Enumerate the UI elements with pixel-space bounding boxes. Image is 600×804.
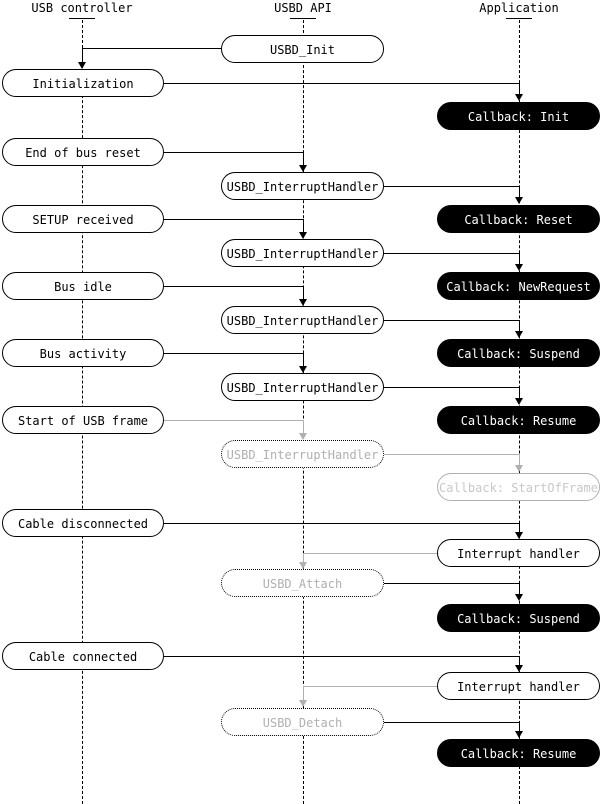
arrow-to-cb-suspend2: [515, 594, 523, 601]
arrow-to-cb-init: [515, 94, 523, 101]
column-header-usb-controller: USB controller: [31, 1, 133, 15]
node-callback-reset[interactable]: Callback: Reset: [437, 205, 600, 233]
connector-cb-resume1-drop: [519, 387, 520, 402]
column-rule-usbd-api: [290, 18, 316, 19]
arrow-to-irqapp2: [515, 665, 523, 672]
connector-irqapp2-to-usbd-detach: [303, 686, 438, 687]
column-header-usbd-api: USBD API: [274, 1, 332, 15]
arrow-to-cb-resume1: [515, 398, 523, 405]
connector-usbd-init-to-initialization: [82, 48, 222, 49]
node-interrupt-handler-3[interactable]: USBD_InterruptHandler: [221, 306, 384, 334]
arrow-to-irq3: [299, 299, 307, 306]
node-callback-suspend-2[interactable]: Callback: Suspend: [437, 604, 600, 632]
node-callback-resume-2[interactable]: Callback: Resume: [437, 739, 600, 767]
node-usbd-init[interactable]: USBD_Init: [221, 35, 384, 63]
connector-cabledisconnected-to-irqapp1: [164, 523, 520, 524]
arrow-to-irq4: [299, 366, 307, 373]
arrow-to-cb-suspend1: [515, 331, 523, 338]
connector-cb-newrequest-drop: [519, 253, 520, 268]
connector-irq5-drop: [303, 420, 304, 436]
node-callback-suspend-1[interactable]: Callback: Suspend: [437, 339, 600, 367]
node-interrupt-handler-4[interactable]: USBD_InterruptHandler: [221, 373, 384, 401]
connector-busactivity-to-irq4: [164, 353, 304, 354]
arrow-to-cb-startofframe: [515, 465, 523, 472]
node-bus-activity[interactable]: Bus activity: [2, 339, 164, 367]
node-callback-startofframe[interactable]: Callback: StartOfFrame: [437, 473, 600, 501]
node-interrupt-handler-2[interactable]: USBD_InterruptHandler: [221, 239, 384, 267]
arrow-to-irq2: [299, 232, 307, 239]
connector-cb-init-drop: [519, 83, 520, 98]
lifeline-usbd-api: [303, 20, 304, 804]
connector-startofframe-to-irq5: [164, 420, 304, 421]
connector-irq1-to-cb-reset: [384, 186, 520, 187]
node-callback-newrequest[interactable]: Callback: NewRequest: [437, 272, 600, 300]
connector-irq4-drop: [303, 353, 304, 369]
connector-irq5-to-cb-startofframe: [384, 454, 520, 455]
arrow-to-cb-reset: [515, 197, 523, 204]
connector-cb-resume2-drop: [519, 722, 520, 734]
node-usbd-attach[interactable]: USBD_Attach: [221, 569, 384, 597]
arrow-to-irq5: [299, 433, 307, 440]
node-end-of-bus-reset[interactable]: End of bus reset: [2, 138, 164, 166]
node-bus-idle[interactable]: Bus idle: [2, 272, 164, 300]
node-cable-connected[interactable]: Cable connected: [2, 642, 164, 670]
node-callback-init[interactable]: Callback: Init: [437, 102, 600, 130]
column-header-application: Application: [479, 1, 559, 15]
node-callback-resume-1[interactable]: Callback: Resume: [437, 406, 600, 434]
connector-irqapp2-drop: [519, 656, 520, 669]
connector-irq3-to-cb-suspend1: [384, 320, 520, 321]
connector-irqapp1-to-usbd-attach: [303, 553, 438, 554]
node-app-interrupt-handler-1[interactable]: Interrupt handler: [437, 539, 600, 567]
arrow-to-irq1: [299, 165, 307, 172]
column-rule-application: [506, 18, 532, 19]
arrow-to-usbd-attach: [299, 562, 307, 569]
connector-irqapp1-drop: [519, 523, 520, 536]
connector-usbd-attach-drop: [303, 553, 304, 566]
node-interrupt-handler-5[interactable]: USBD_InterruptHandler: [221, 440, 384, 468]
node-usbd-detach[interactable]: USBD_Detach: [221, 708, 384, 736]
connector-usbd-detach-to-cb-resume2: [384, 722, 520, 723]
node-app-interrupt-handler-2[interactable]: Interrupt handler: [437, 672, 600, 700]
arrow-to-usbd-detach: [299, 700, 307, 707]
connector-setup-to-irq2: [164, 219, 304, 220]
connector-init-drop: [82, 48, 83, 65]
connector-irq1-drop: [303, 152, 304, 168]
column-rule-usb-controller: [69, 18, 95, 19]
connector-cb-startofframe-drop: [519, 454, 520, 469]
connector-irq2-drop: [303, 219, 304, 235]
arrow-to-irqapp1: [515, 532, 523, 539]
node-initialization[interactable]: Initialization: [2, 69, 164, 97]
connector-cb-suspend2-drop: [519, 583, 520, 597]
connector-usbd-attach-to-cb-suspend2: [384, 583, 520, 584]
node-start-of-usb-frame[interactable]: Start of USB frame: [2, 406, 164, 434]
connector-irq3-drop: [303, 286, 304, 302]
arrow-to-cb-resume2: [515, 731, 523, 738]
connector-irq2-to-cb-newrequest: [384, 253, 520, 254]
node-interrupt-handler-1[interactable]: USBD_InterruptHandler: [221, 172, 384, 200]
arrow-to-cb-newrequest: [515, 264, 523, 271]
node-setup-received[interactable]: SETUP received: [2, 205, 164, 233]
connector-cb-reset-drop: [519, 186, 520, 201]
connector-busidle-to-irq3: [164, 286, 304, 287]
connector-cb-suspend1-drop: [519, 320, 520, 335]
connector-busreset-to-irq1: [164, 152, 304, 153]
arrow-to-initialization: [78, 62, 86, 69]
connector-cableconnected-to-irqapp2: [164, 656, 520, 657]
connector-usbd-detach-drop: [303, 686, 304, 701]
node-cable-disconnected[interactable]: Cable disconnected: [2, 509, 164, 537]
connector-initialization-to-cb-init: [164, 83, 520, 84]
connector-irq4-to-cb-resume1: [384, 387, 520, 388]
